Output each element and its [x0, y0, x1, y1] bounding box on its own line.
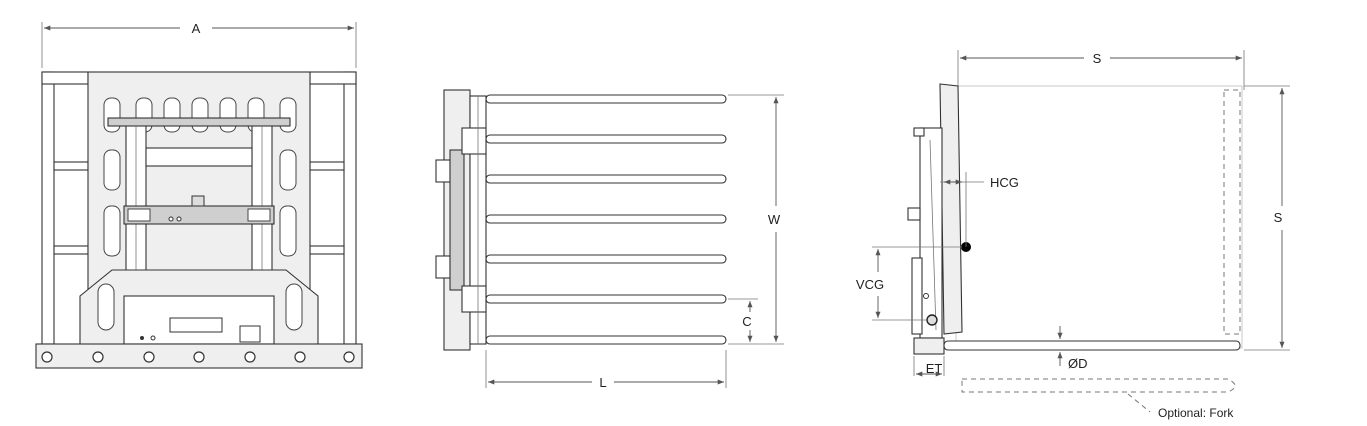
fork-tine [943, 340, 1241, 351]
rod [485, 335, 727, 345]
dim-s-right-label: S [1274, 210, 1283, 225]
front-view: A [35, 21, 363, 369]
dim-d-label: ØD [1068, 356, 1088, 371]
optional-arm-outline [1223, 89, 1241, 335]
bottom-hook-bar [35, 343, 363, 369]
base-cutout [169, 317, 223, 333]
frame-top-left [41, 71, 89, 85]
load-envelope [955, 85, 1243, 349]
dim-et-label: ET [926, 361, 943, 376]
fork-heel [913, 337, 945, 355]
clamp-rods [485, 94, 727, 345]
port-block [239, 325, 261, 343]
side-cylinder [449, 149, 465, 291]
optional-fork-label: Optional: Fork [1158, 406, 1234, 420]
hook-bolts [41, 351, 355, 363]
rod [485, 134, 727, 144]
dim-a-label: A [192, 21, 201, 36]
dim-c-label: C [742, 314, 751, 329]
side-view: W C L [435, 89, 784, 390]
frame-right-outer [343, 71, 357, 345]
frame-rung-left-1 [53, 161, 89, 171]
frame-rung-right-1 [309, 161, 345, 171]
carriage-top-bar [107, 117, 291, 127]
rod [485, 174, 727, 184]
valve-block [191, 195, 205, 207]
pivot-bolt [926, 314, 938, 326]
dim-hcg-label: HCG [990, 175, 1019, 190]
dim-s-top-label: S [1093, 51, 1102, 66]
optional-fork-outline [961, 378, 1236, 393]
dim-l-label: L [599, 375, 606, 390]
frame-rung-right-2 [309, 245, 345, 255]
dim-w-label: W [768, 212, 781, 227]
frame-left-outer [41, 71, 55, 345]
clamp-arm-plate [939, 83, 963, 335]
rod [485, 214, 727, 224]
frame-rung-left-2 [53, 245, 89, 255]
frame-top-right [309, 71, 357, 85]
load-view: S S HCG VCG [856, 50, 1290, 420]
rod [485, 294, 727, 304]
cross-beam-upper [145, 147, 253, 167]
fork-callout-leader [1127, 393, 1151, 413]
dim-vcg-label: VCG [856, 277, 884, 292]
rod [485, 94, 727, 104]
rod [485, 254, 727, 264]
